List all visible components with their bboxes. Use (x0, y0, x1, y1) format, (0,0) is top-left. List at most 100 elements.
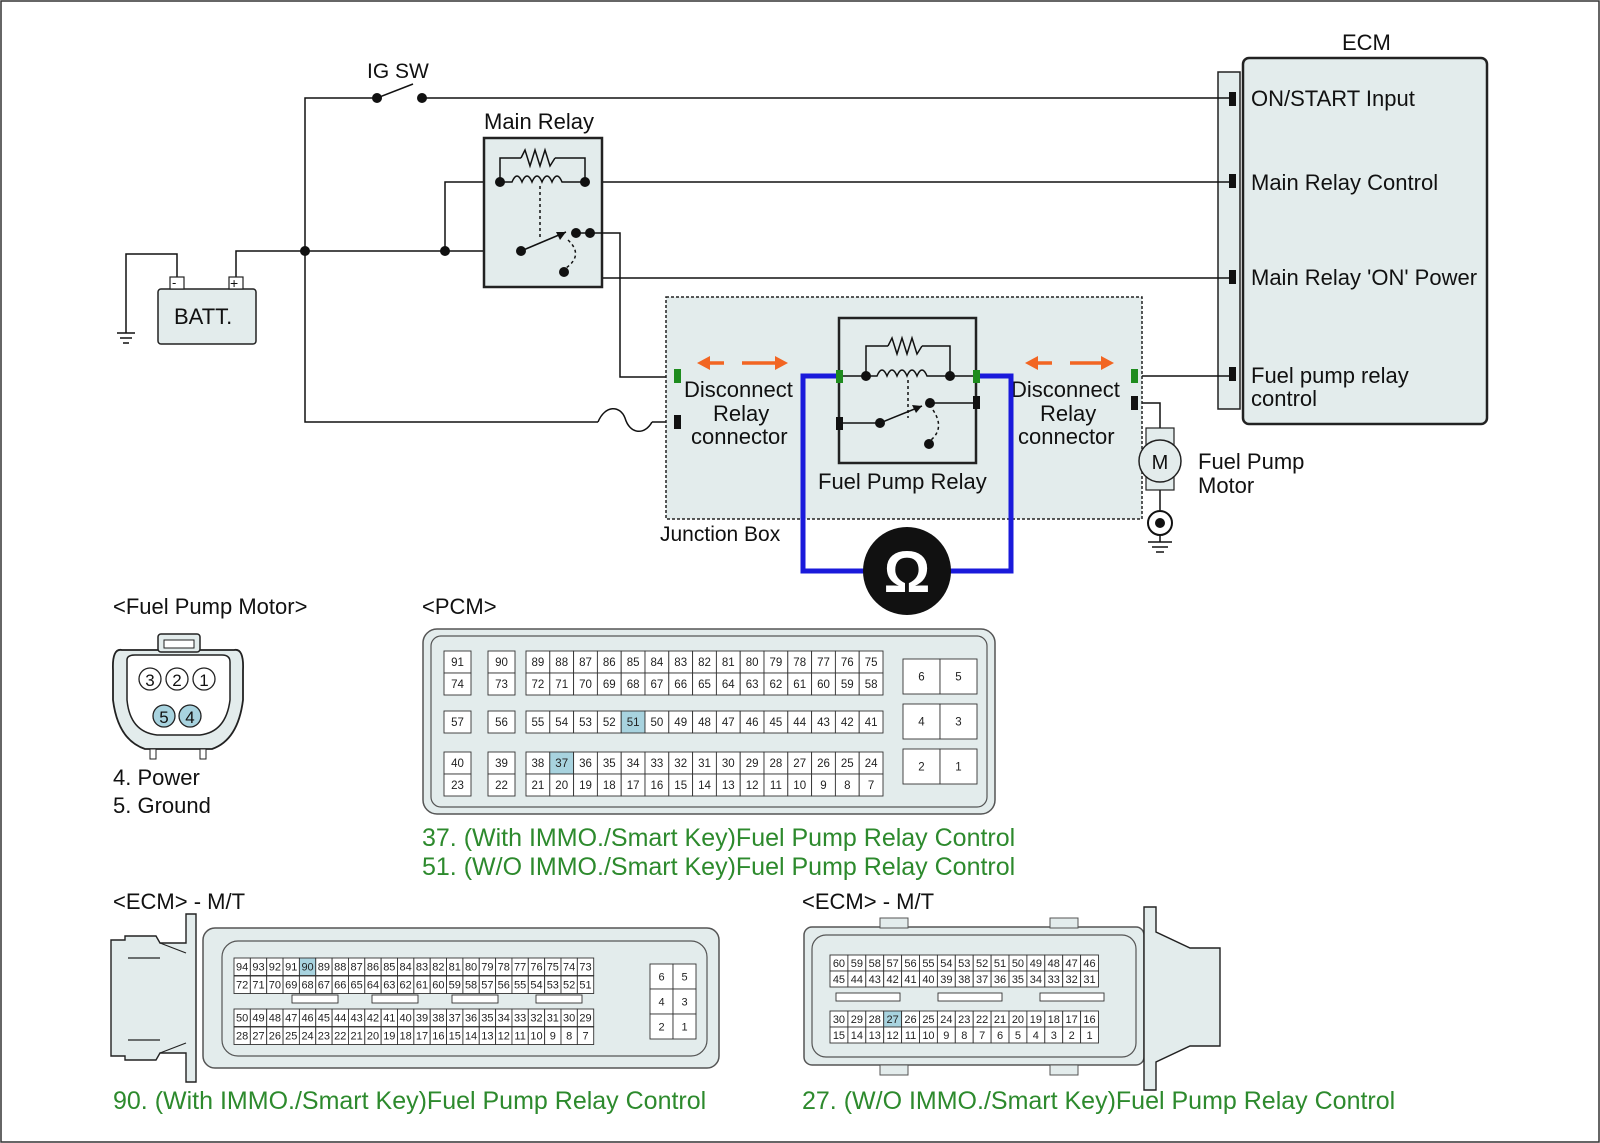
svg-text:-: - (172, 275, 176, 290)
connector-pin-cell (858, 672, 884, 696)
connector-pin-number: 56 (495, 717, 508, 729)
connector-pin-number: 22 (976, 1014, 988, 1026)
fuel-pump-motor: M Fuel Pump Motor (1138, 427, 1304, 498)
battery: - + BATT. (157, 275, 257, 345)
connector-pin-number: 2 (658, 1021, 664, 1033)
ecm-mt-right-note: 27. (W/O IMMO./Smart Key)Fuel Pump Relay… (802, 1087, 1395, 1115)
connector-pin-number: 62 (770, 679, 783, 691)
ecm-pin-fuel-pump-relay-control: Fuel pump relay (1251, 363, 1409, 388)
ecm-title: ECM (1342, 30, 1391, 55)
connector-pin-cell (902, 658, 941, 695)
connector-pin-number: 13 (481, 1031, 493, 1043)
connector-pin-number: 68 (301, 980, 313, 992)
connector-pin-number: 21 (532, 780, 545, 792)
connector-pin-number: 46 (746, 717, 759, 729)
connector-pin-number: 27 (252, 1031, 264, 1043)
connector-pin-number: 29 (746, 758, 759, 770)
connector-pin-number: 62 (400, 980, 412, 992)
connector-pin-number: 92 (269, 962, 281, 974)
connector-pin-cell (576, 975, 595, 994)
connector-pin-number: 91 (451, 657, 464, 669)
connector-pin-number: 25 (285, 1031, 297, 1043)
connector-pin-number: 59 (851, 958, 863, 970)
connector-pin-number: 76 (841, 657, 854, 669)
connector-pin-number: 23 (451, 780, 464, 792)
connector-pin-number: 16 (432, 1031, 444, 1043)
connector-pin-cell (672, 1013, 697, 1040)
connector-pin-number: 42 (887, 974, 899, 986)
connector-key (535, 994, 583, 1004)
connector-pin-number: 33 (651, 758, 664, 770)
connector-key (937, 992, 1003, 1002)
motor-symbol: M (1152, 452, 1169, 474)
connector-pin-number: 1 (1086, 1030, 1092, 1042)
connector-pin-number: 45 (318, 1013, 330, 1025)
connector-pin-number: 2 (918, 762, 924, 774)
connector-pin-cell (902, 748, 941, 785)
connector-pin-number: 74 (451, 679, 464, 691)
connector-pin-number: 18 (603, 780, 616, 792)
connector-pin-number: 31 (698, 758, 711, 770)
connector-pin-number: 90 (301, 962, 313, 974)
connector-pin-number: 59 (449, 980, 461, 992)
connector-pin-number: 72 (236, 980, 248, 992)
connector-pin-number: 56 (904, 958, 916, 970)
connector-pin-cell (939, 658, 978, 695)
connector-pin-number: 9 (550, 1031, 556, 1043)
connector-pin-number: 70 (579, 679, 592, 691)
connector-pin-number: 16 (651, 780, 664, 792)
connector-pin-number: 28 (869, 1014, 881, 1026)
connector-pin-number: 34 (1030, 974, 1042, 986)
connector-pin-number: 75 (865, 657, 878, 669)
connector-pin-number: 38 (958, 974, 970, 986)
connector-pin-number: 60 (833, 958, 845, 970)
connector-pin-number: 78 (498, 962, 510, 974)
connector-pin-number: 11 (905, 1030, 916, 1042)
connector-pin-number: 32 (530, 1013, 542, 1025)
connector-pin-number: 65 (698, 679, 711, 691)
connector-pin-number: 39 (416, 1013, 428, 1025)
fuel-pump-pin-3: 3 (145, 671, 154, 690)
connector-pin-number: 32 (674, 758, 687, 770)
connector-pin-number: 52 (563, 980, 575, 992)
connector-pin-number: 23 (318, 1031, 330, 1043)
connector-pin-number: 69 (285, 980, 297, 992)
connector-pin-number: 70 (269, 980, 281, 992)
connector-pin-cell (939, 703, 978, 740)
connector-pin-number: 67 (318, 980, 330, 992)
connector-pin-number: 17 (1066, 1014, 1078, 1026)
connector-pin-number: 42 (841, 717, 854, 729)
connector-pin-number: 19 (1030, 1014, 1042, 1026)
connector-pin-cell (443, 672, 472, 696)
connector-pin-number: 6 (918, 672, 924, 684)
connector-pin-number: 78 (793, 657, 806, 669)
connector-pin-number: 14 (465, 1031, 477, 1043)
connector-pin-number: 4 (1033, 1030, 1039, 1042)
connector-pin-number: 56 (498, 980, 510, 992)
disconnect-relay-connector-right: Disconnect Relay connector (1011, 377, 1120, 449)
connector-pin-number: 91 (285, 962, 297, 974)
connector-pin-number: 61 (793, 679, 806, 691)
connector-pin-number: 1 (955, 762, 961, 774)
connector-pin-number: 53 (547, 980, 559, 992)
connector-pin-number: 35 (481, 1013, 493, 1025)
connector-pin-cell (443, 773, 472, 797)
connector-pin-number: 14 (851, 1030, 863, 1042)
main-relay: Main Relay (482, 109, 604, 289)
fuel-pump-connector-title: <Fuel Pump Motor> (113, 594, 307, 619)
connector-pin-number: 31 (1083, 974, 1095, 986)
connector-pin-number: 26 (269, 1031, 281, 1043)
connector-pin-number: 19 (383, 1031, 395, 1043)
connector-pin-number: 85 (383, 962, 395, 974)
connector-pin-number: 86 (367, 962, 379, 974)
connector-pin-cell (1080, 970, 1099, 988)
connector-pin-number: 10 (922, 1030, 934, 1042)
connector-pin-number: 57 (887, 958, 899, 970)
connector-pin-number: 14 (698, 780, 711, 792)
connector-pin-number: 84 (400, 962, 412, 974)
connector-pin-number: 90 (495, 657, 508, 669)
connector-pin-number: 3 (1051, 1030, 1057, 1042)
connector-pin-number: 47 (722, 717, 735, 729)
